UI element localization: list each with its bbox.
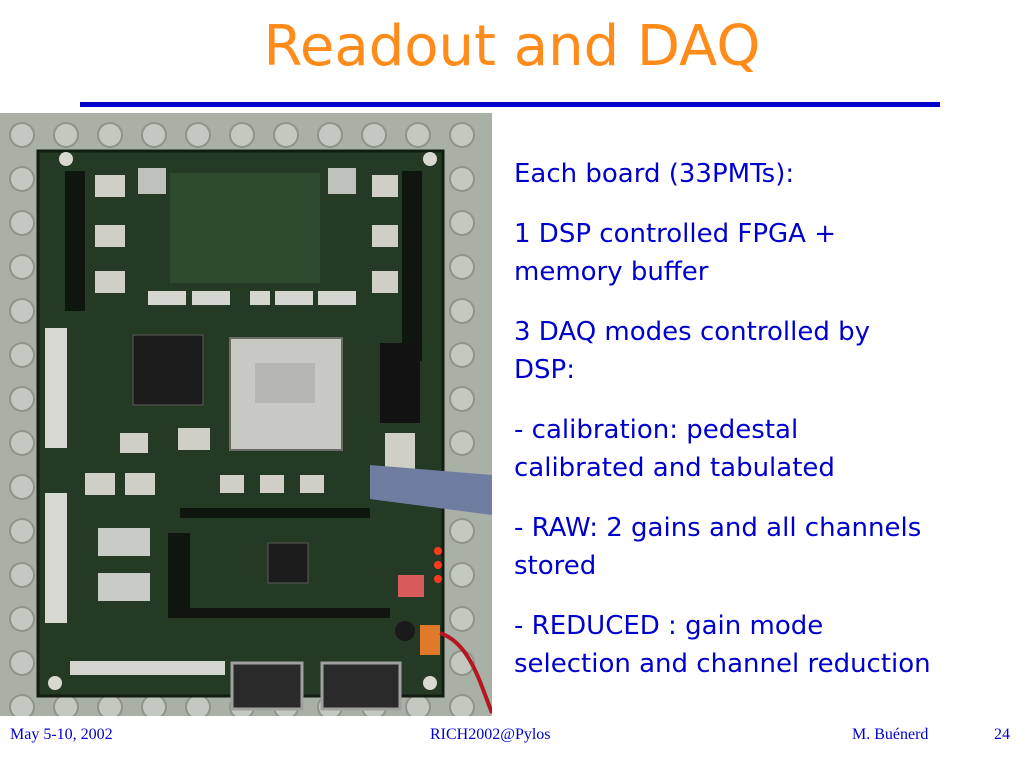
footer-author: M. Buénerd: [852, 726, 929, 743]
body-line: calibrated and tabulated: [514, 453, 835, 483]
body-paragraph: - REDUCED : gain mode selection and chan…: [514, 607, 1019, 683]
body-line: - REDUCED : gain mode: [514, 611, 824, 641]
body-paragraph: - RAW: 2 gains and all channels stored: [514, 509, 1019, 585]
body-paragraph: - calibration: pedestal calibrated and t…: [514, 411, 1019, 487]
body-line: DSP:: [514, 355, 575, 385]
body-line: 1 DSP controlled FPGA +: [514, 219, 837, 249]
slide-title: Readout and DAQ: [263, 14, 761, 79]
body-line: Each board (33PMTs):: [514, 159, 795, 189]
footer-date: May 5-10, 2002: [10, 726, 113, 743]
footer-event: RICH2002@Pylos: [430, 726, 551, 743]
body-line: stored: [514, 551, 597, 581]
body-line: memory buffer: [514, 257, 709, 287]
body-paragraph: 1 DSP controlled FPGA + memory buffer: [514, 215, 1019, 291]
body-paragraph: Each board (33PMTs):: [514, 155, 1019, 193]
footer-page-number: 24: [994, 726, 1010, 743]
body-line: selection and channel reduction: [514, 649, 931, 679]
body-paragraph: 3 DAQ modes controlled by DSP:: [514, 313, 1019, 389]
circuit-board-photo: [0, 113, 492, 716]
body-line: 3 DAQ modes controlled by: [514, 317, 870, 347]
title-divider: [80, 102, 940, 107]
body-line: - RAW: 2 gains and all channels: [514, 513, 922, 543]
slide-body: Each board (33PMTs): 1 DSP controlled FP…: [514, 155, 1019, 705]
body-line: - calibration: pedestal: [514, 415, 799, 445]
